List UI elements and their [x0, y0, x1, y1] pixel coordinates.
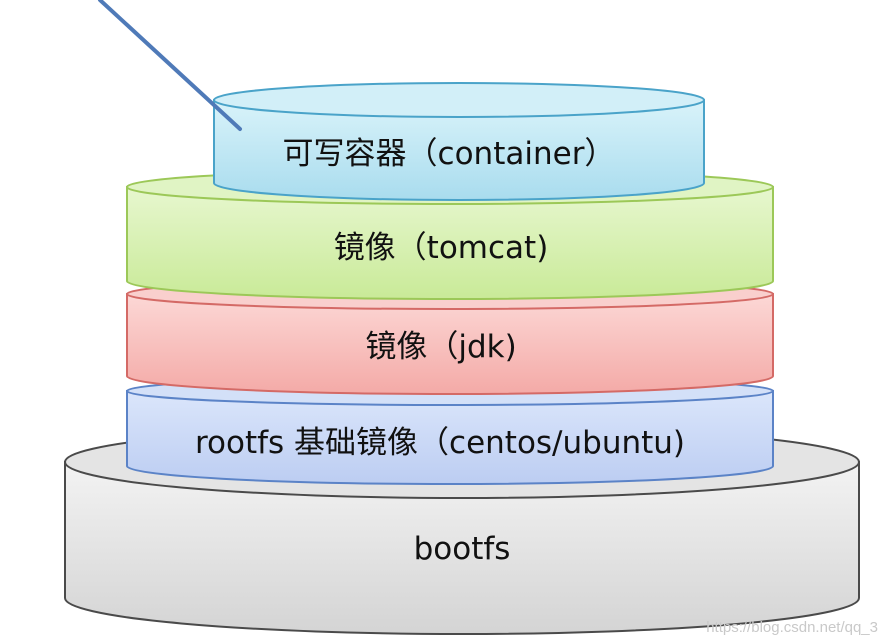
watermark-text: https://blog.csdn.net/qq_3 [706, 619, 878, 636]
container-layer: 可写容器（container） [213, 82, 705, 201]
container-label: 可写容器（container） [283, 136, 616, 172]
jdk-label: 镜像（jdk) [365, 329, 516, 365]
pointer-arrow [98, 0, 242, 131]
tomcat-label: 镜像（tomcat) [334, 230, 549, 266]
rootfs-label: rootfs 基础镜像（centos/ubuntu) [195, 425, 685, 461]
bootfs-label: bootfs [414, 531, 511, 567]
